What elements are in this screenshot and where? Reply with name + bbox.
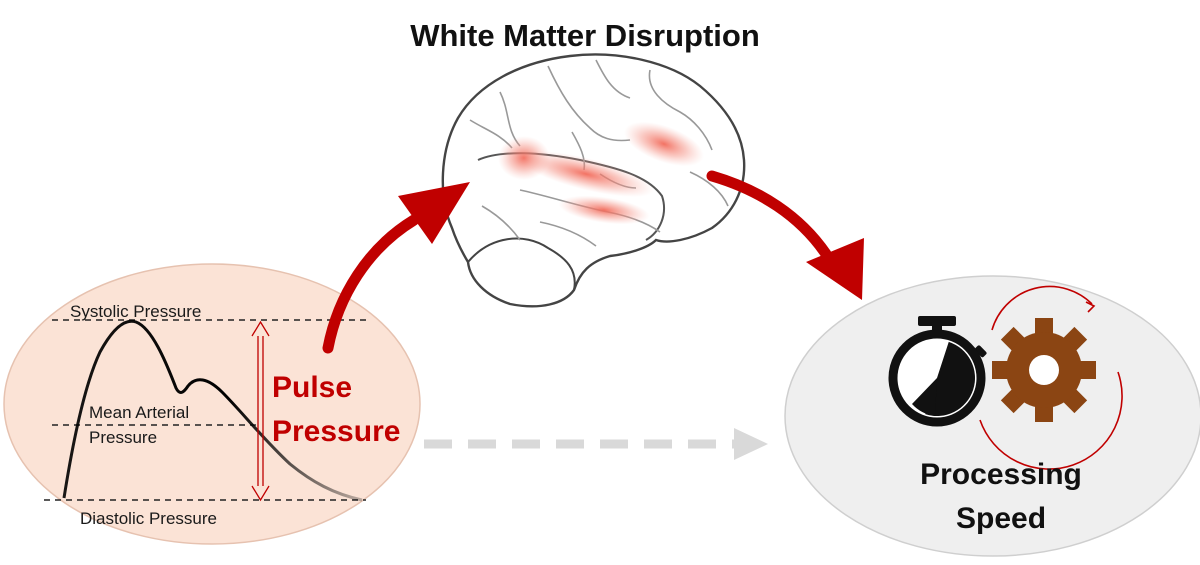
circular-arrow-bottom bbox=[979, 371, 1123, 470]
stopwatch-icon bbox=[888, 316, 987, 427]
blood-pressure-waveform bbox=[62, 319, 363, 502]
pulse-pressure-ellipse bbox=[3, 263, 421, 545]
mean-arterial-label-line1: Mean Arterial bbox=[89, 403, 189, 422]
brain-to-speed-arrow bbox=[706, 170, 864, 300]
white-matter-lesions bbox=[498, 121, 704, 225]
processing-speed-label-line1: Processing bbox=[920, 458, 1082, 491]
pulse-pressure-arrowhead-up bbox=[251, 320, 270, 337]
mean-arterial-label-line2: Pressure bbox=[89, 428, 157, 447]
direct-path-dashed-arrow bbox=[424, 428, 768, 460]
processing-speed-ellipse bbox=[784, 275, 1200, 557]
gear-icon bbox=[992, 318, 1096, 422]
processing-speed-panel: Processing Speed bbox=[784, 275, 1200, 557]
diagram-title: White Matter Disruption bbox=[410, 18, 760, 53]
pulse-pressure-panel: Systolic Pressure Mean Arterial Pressure… bbox=[3, 263, 421, 545]
pulse-pressure-arrowhead-down bbox=[251, 485, 270, 502]
processing-speed-label-line2: Speed bbox=[956, 502, 1046, 535]
systolic-pressure-label: Systolic Pressure bbox=[70, 302, 201, 321]
diastolic-pressure-label: Diastolic Pressure bbox=[80, 509, 217, 528]
pulse-pressure-label-line1: Pulse bbox=[272, 371, 352, 404]
pulse-to-brain-arrow bbox=[322, 182, 470, 354]
circular-arrow-top bbox=[991, 285, 1093, 331]
circular-arrow-head bbox=[1085, 301, 1096, 313]
pulse-pressure-label-line2: Pressure bbox=[272, 415, 400, 448]
